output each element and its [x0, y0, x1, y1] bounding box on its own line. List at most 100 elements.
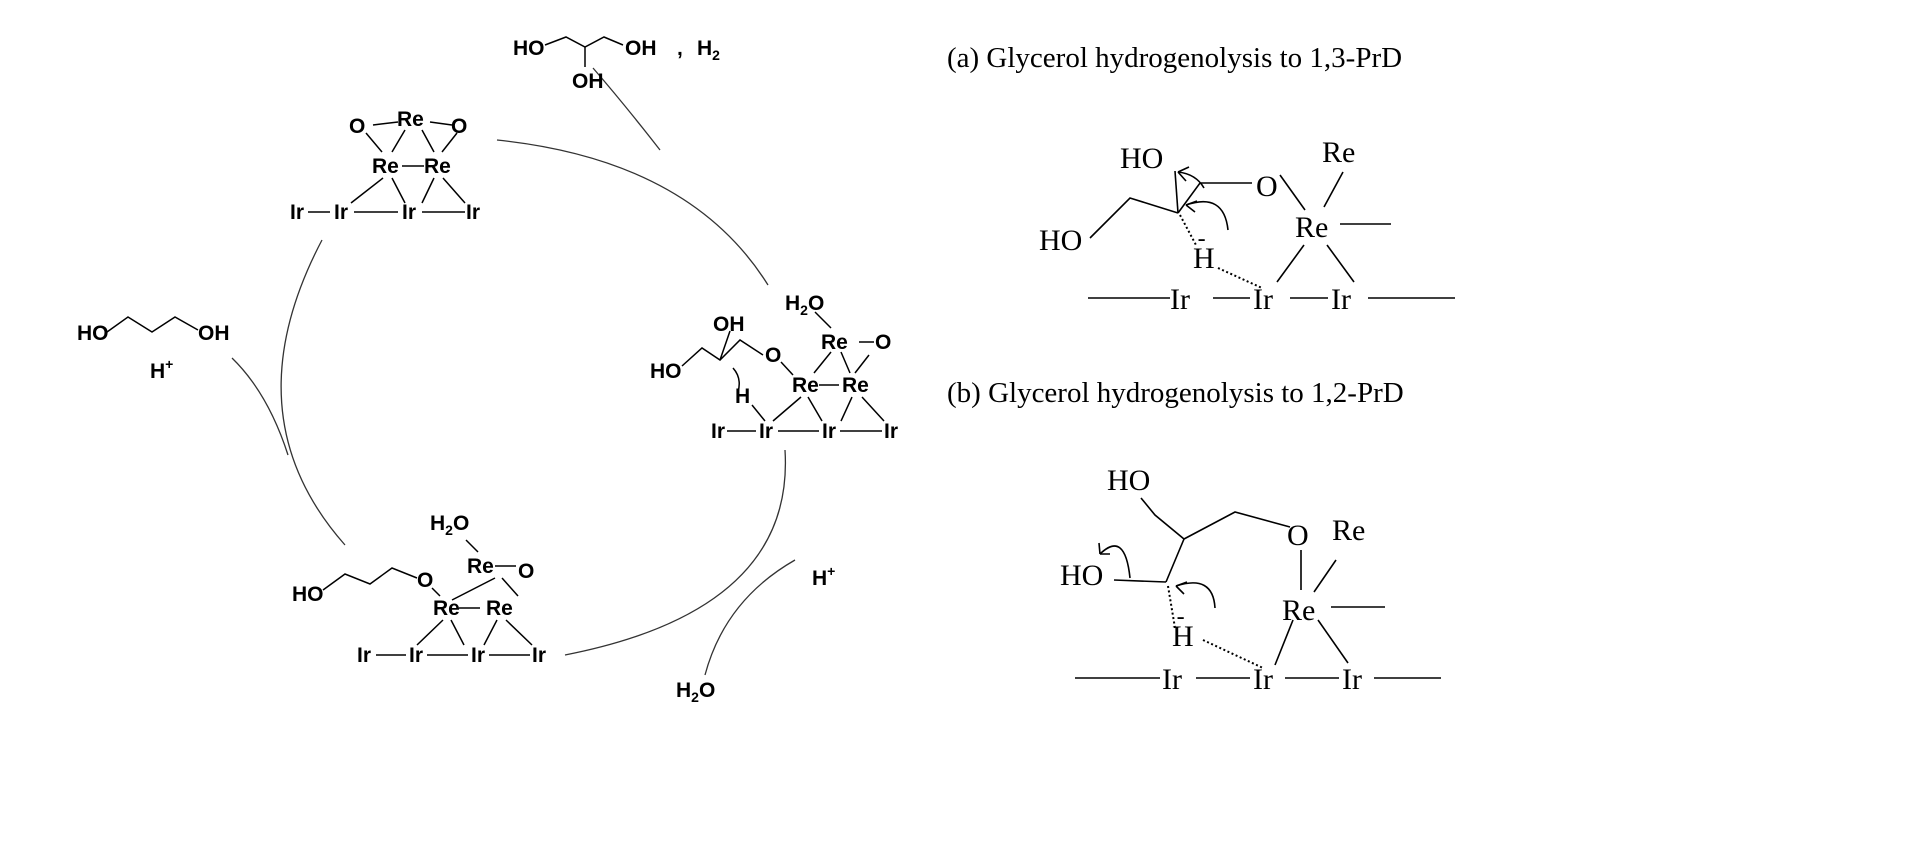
iridium-label: Ir: [1170, 283, 1190, 316]
rhenium-label: Re: [1322, 136, 1355, 169]
oxygen-label: O: [1256, 170, 1278, 203]
arrowhead: [1185, 200, 1198, 213]
bond: [465, 539, 479, 553]
bond: [365, 132, 383, 153]
caption-a: (a) Glycerol hydrogenolysis to 1,3-PrD: [947, 42, 1402, 74]
product-propanediol: HO OH H+: [77, 316, 230, 383]
bond: [840, 396, 853, 422]
iridium-label: Ir: [1331, 283, 1351, 316]
bond: [1323, 171, 1344, 208]
bond: [350, 177, 384, 204]
hydride-interaction-bond: [1179, 214, 1197, 246]
bond: [391, 129, 406, 153]
propanediol-chain-bond: [106, 316, 199, 333]
ho-label: HO: [1060, 559, 1103, 592]
hydride-shift-arrow: [732, 367, 740, 393]
comma-label: ,: [677, 37, 683, 60]
rhenium-label: Re: [486, 597, 513, 620]
bond: [840, 351, 851, 374]
iridium-label: Ir: [471, 644, 485, 667]
mechanism-a-structure: HO HO O Re Re H- Ir Ir Ir: [1039, 136, 1455, 316]
mechanism-b-structure: HO HO O Re Re H- Ir Ir Ir: [1060, 464, 1441, 696]
oxygen-label: O: [451, 115, 467, 138]
bond: [1174, 170, 1179, 214]
glycerol-ho-label: HO: [513, 37, 545, 60]
iridium-label: Ir: [532, 644, 546, 667]
bond: [1089, 197, 1179, 239]
bond: [441, 132, 458, 153]
bond: [429, 121, 453, 126]
rhenium-label: Re: [372, 155, 399, 178]
bond: [751, 404, 766, 422]
cycle-arc-left: [280, 239, 346, 546]
hydride-attack-arrow: [1185, 200, 1229, 231]
glycerol-chain-bond: [544, 36, 624, 48]
hydride-label: H-: [1193, 226, 1215, 275]
bond: [442, 177, 466, 204]
rhenium-label: Re: [1282, 594, 1315, 627]
propoxide-chain-bond: [322, 567, 418, 591]
bond: [451, 577, 496, 601]
oxygen-label: O: [349, 115, 365, 138]
iridium-label: Ir: [759, 420, 773, 443]
caption-b: (b) Glycerol hydrogenolysis to 1,2-PrD: [947, 377, 1404, 409]
bond: [1313, 559, 1337, 593]
oxygen-label: O: [417, 569, 433, 592]
bond: [431, 587, 441, 597]
h2-label: H2: [697, 37, 720, 63]
ho-label: HO: [1120, 142, 1163, 175]
bond: [483, 619, 498, 646]
cycle-arc-top-right: [496, 139, 769, 286]
h2-subscript-label: 2: [712, 47, 720, 63]
hydroxyl-leaving-arrow: [1177, 171, 1205, 189]
bond: [861, 396, 885, 422]
arrowhead: [1175, 581, 1188, 595]
iridium-label: Ir: [290, 201, 304, 224]
iridium-label: Ir: [1162, 663, 1182, 696]
iridium-label: Ir: [409, 644, 423, 667]
bond: [854, 354, 870, 374]
iridium-label: Ir: [466, 201, 480, 224]
glycerol-oh-right-label: OH: [625, 37, 657, 60]
bond: [1140, 497, 1185, 540]
bond: [1165, 538, 1185, 583]
rhenium-label: Re: [792, 374, 819, 397]
ho-label: HO: [650, 360, 682, 383]
iridium-label: Ir: [1253, 283, 1273, 316]
catalytic-cycle-arrows: [231, 67, 796, 676]
bond: [807, 396, 823, 422]
oxygen-label: O: [765, 344, 781, 367]
bond: [421, 129, 435, 153]
hydride-label: H: [735, 385, 750, 408]
arrowhead: [1177, 166, 1190, 182]
water-label: H2O: [676, 679, 715, 705]
rhenium-label: Re: [424, 155, 451, 178]
bond: [719, 330, 731, 361]
ho-label: HO: [77, 322, 109, 345]
bond: [780, 361, 794, 376]
rhenium-label: Re: [1332, 514, 1365, 547]
ho-label: HO: [1039, 224, 1082, 257]
oh-label: OH: [198, 322, 230, 345]
bond: [1317, 619, 1349, 664]
bond: [1326, 244, 1355, 283]
hydride-iridium-bond: [1217, 267, 1263, 289]
complex-glyceroxide-hydride: HO OH O H H2O Re O Re Re Ir Ir Ir Ir: [650, 292, 898, 443]
rhenium-label: Re: [433, 597, 460, 620]
hydride-iridium-bond: [1202, 639, 1264, 669]
water-proton-exchange-arc: [704, 559, 796, 676]
iridium-label: Ir: [357, 644, 371, 667]
proton-label: H+: [812, 563, 835, 590]
proton-label: H+: [150, 356, 173, 383]
iridium-label: Ir: [822, 420, 836, 443]
rhenium-label: Re: [1295, 211, 1328, 244]
water-label: H2O: [785, 292, 824, 318]
bond: [421, 177, 435, 204]
rhenium-label: Re: [397, 108, 424, 131]
complex-oxidized-reo-cluster: O Re O Re Re Ir Ir Ir Ir: [290, 108, 480, 224]
bond: [1183, 511, 1291, 540]
iridium-label: Ir: [884, 420, 898, 443]
oxygen-label: O: [518, 560, 534, 583]
arrowhead: [1098, 542, 1110, 555]
bond: [416, 619, 444, 646]
